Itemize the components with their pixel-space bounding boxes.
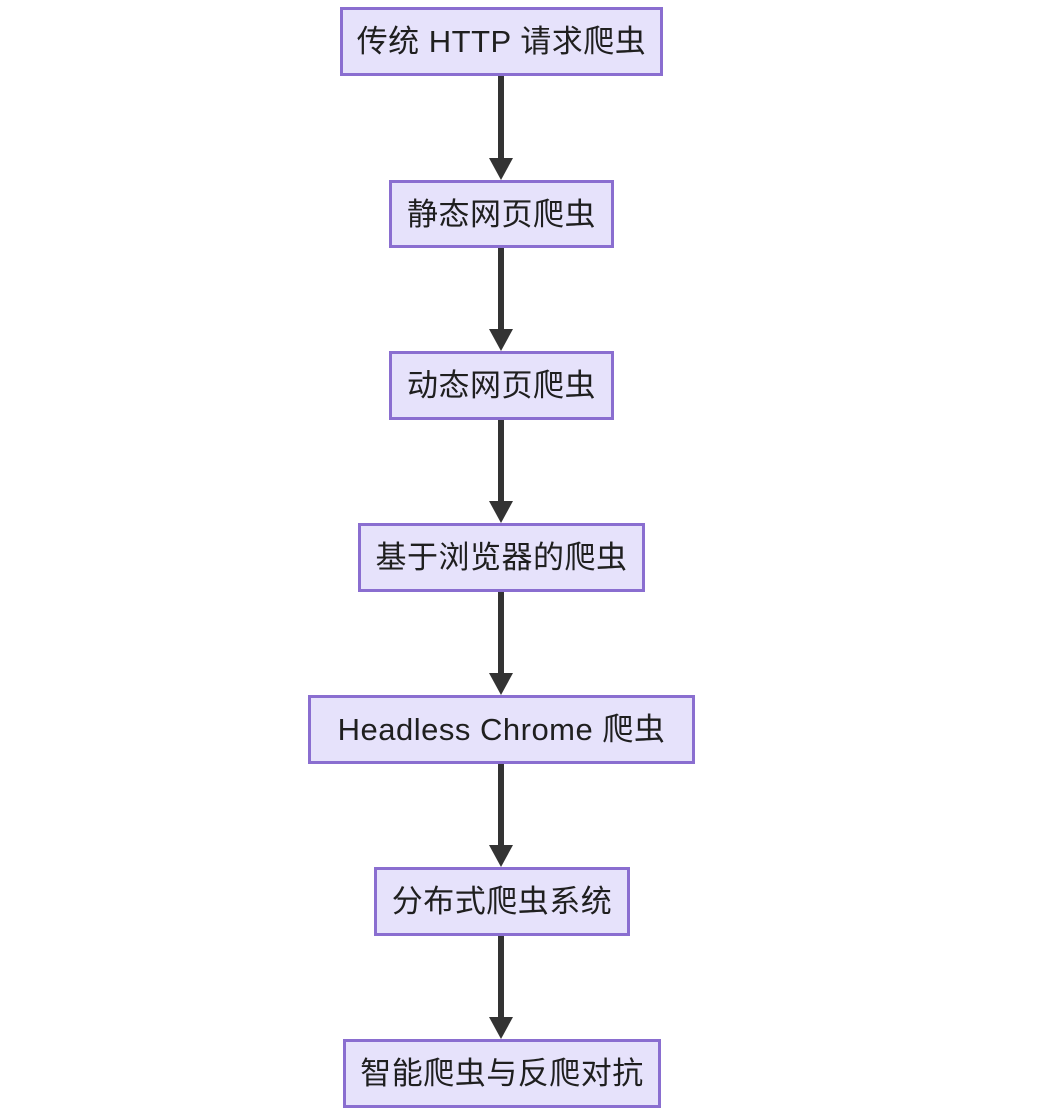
flowchart-node-n3[interactable]: 动态网页爬虫 [389, 351, 614, 420]
flowchart-node-n1[interactable]: 传统 HTTP 请求爬虫 [340, 7, 663, 76]
arrow-n6-to-n7 [489, 936, 513, 1039]
flowchart-node-n4[interactable]: 基于浏览器的爬虫 [358, 523, 645, 592]
flowchart-node-label: 分布式爬虫系统 [391, 884, 613, 919]
arrow-n1-to-n2 [489, 76, 513, 180]
flowchart-node-n7[interactable]: 智能爬虫与反爬对抗 [343, 1039, 661, 1108]
flowchart-node-n6[interactable]: 分布式爬虫系统 [374, 867, 630, 936]
arrow-n2-to-n3 [489, 248, 513, 351]
flowchart-node-label: Headless Chrome 爬虫 [337, 712, 666, 747]
arrow-n5-to-n6 [489, 764, 513, 867]
flowchart-node-label: 静态网页爬虫 [407, 196, 596, 232]
arrow-n4-to-n5 [489, 592, 513, 695]
flowchart-node-label: 传统 HTTP 请求爬虫 [356, 24, 647, 59]
flowchart-node-n5[interactable]: Headless Chrome 爬虫 [308, 695, 695, 764]
flowchart-node-label: 动态网页爬虫 [407, 368, 596, 403]
flowchart-node-label: 智能爬虫与反爬对抗 [360, 1056, 644, 1091]
flowchart-node-n2[interactable]: 静态网页爬虫 [389, 180, 614, 248]
flowchart-node-label: 基于浏览器的爬虫 [375, 540, 628, 575]
arrow-n3-to-n4 [489, 420, 513, 523]
